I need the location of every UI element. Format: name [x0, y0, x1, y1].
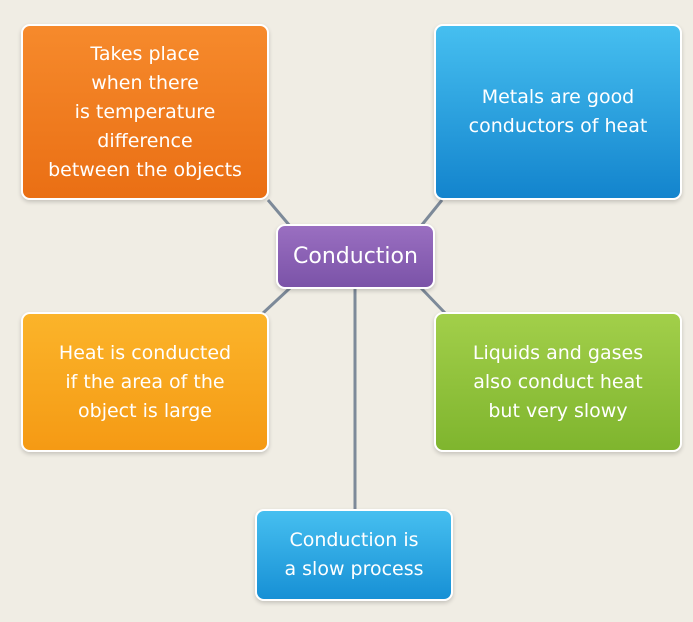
node-large-area: Heat is conducted if the area of the obj… [21, 312, 269, 452]
node-slow-process-text: Conduction is a slow process [284, 529, 424, 580]
connector-top-left [266, 199, 292, 227]
node-slow-process: Conduction is a slow process [255, 509, 453, 601]
node-temperature-difference: Takes place when there is temperature di… [21, 24, 269, 200]
node-liquids-gases-text: Liquids and gases also conduct heat but … [472, 341, 644, 422]
node-liquids-gases: Liquids and gases also conduct heat but … [434, 312, 682, 452]
connector-top-right [419, 199, 444, 227]
center-node-label: Conduction [293, 244, 418, 269]
connector-middle-right [419, 286, 448, 316]
center-node-conduction: Conduction [276, 224, 435, 289]
node-metals-good-conductors: Metals are good conductors of heat [434, 24, 682, 200]
node-metals-good-conductors-text: Metals are good conductors of heat [468, 86, 648, 137]
node-temperature-difference-text: Takes place when there is temperature di… [48, 42, 242, 181]
node-large-area-text: Heat is conducted if the area of the obj… [58, 341, 232, 422]
connector-middle-left [260, 286, 292, 316]
